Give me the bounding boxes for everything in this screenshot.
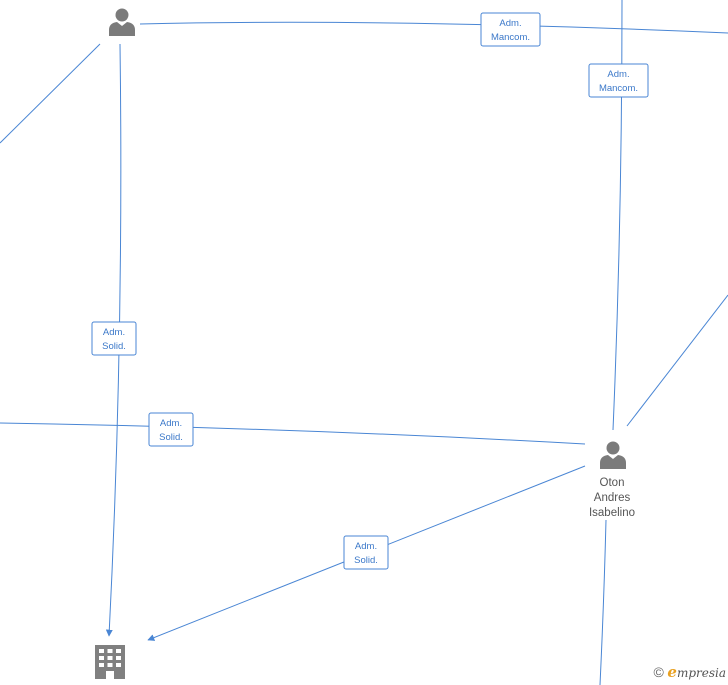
edge-label-line: Adm. (499, 18, 521, 29)
edge-label-line: Mancom. (599, 83, 638, 94)
edge-label-line: Solid. (102, 341, 126, 352)
edge-label-line: Solid. (354, 555, 378, 566)
edge-label-solid-2[interactable]: Adm. Solid. (148, 412, 194, 447)
node-name-line: Andres (594, 492, 631, 504)
edge-label-solid-3[interactable]: Adm. Solid. (343, 535, 389, 570)
brand-logo-initial: e (667, 663, 677, 681)
person-icon (109, 8, 135, 36)
brand-logo-text: mpresia (676, 666, 726, 680)
edge-label-line: Adm. (607, 69, 629, 80)
copyright-symbol: © (653, 664, 664, 680)
edge-left-to-oton (0, 422, 586, 445)
building-icon (95, 645, 125, 679)
edge-label-line: Adm. (160, 418, 182, 429)
edge-label-line: Mancom. (491, 32, 530, 43)
person-node-oton[interactable]: Oton Andres Isabelino (589, 441, 635, 520)
edge-label-line: Adm. (355, 541, 377, 552)
node-name-line: Oton (600, 477, 625, 489)
edge-label-solid-1[interactable]: Adm. Solid. (91, 321, 137, 356)
node-name-line: Isabelino (589, 507, 635, 519)
edge-right-to-oton (612, 0, 623, 431)
edge-label-line: Adm. (103, 327, 125, 338)
person-node-top[interactable] (109, 8, 135, 37)
edge-label-line: Solid. (159, 432, 183, 443)
edge-label-mancom-2[interactable]: Adm. Mancom. (588, 63, 649, 98)
footer-branding: © empresia (653, 663, 726, 681)
edge-label-mancom-1[interactable]: Adm. Mancom. (480, 12, 541, 47)
edge-top-left (0, 43, 101, 144)
person-icon (600, 441, 626, 469)
edge-oton-right (626, 294, 728, 427)
edge-oton-down (599, 519, 607, 685)
edge-top-right (139, 21, 728, 34)
company-node[interactable] (95, 645, 125, 679)
